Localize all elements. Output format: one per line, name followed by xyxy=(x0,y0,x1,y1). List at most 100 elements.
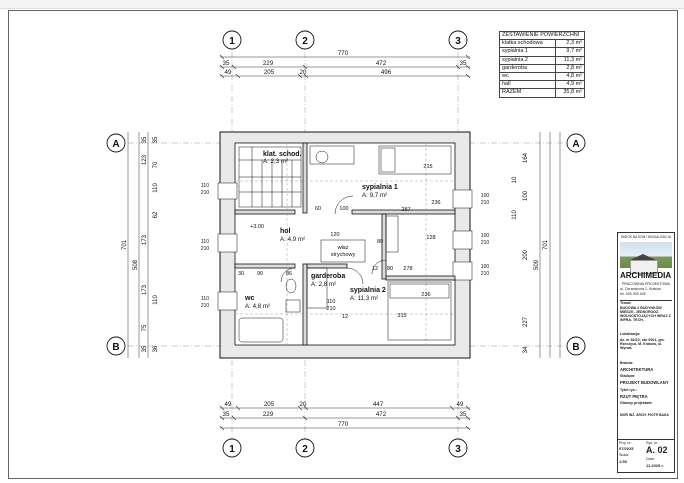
wardrobe-icon xyxy=(306,267,328,309)
scale-value: 1:50 xyxy=(619,459,628,464)
dim-bottom-inner: 20 xyxy=(300,401,307,408)
room-stair-name: klat. schod. xyxy=(263,151,302,158)
dim-right-part: 227 xyxy=(523,316,529,327)
room-hall-area: A: 4,9 m² xyxy=(280,236,305,243)
room-bed2-area: A: 11,3 m² xyxy=(350,295,378,302)
company-phone: tel. 000 000 000 xyxy=(620,292,646,296)
window-tag: 210 xyxy=(201,303,210,309)
attic-hatch-label: strychowy xyxy=(331,252,356,258)
pillow-icon xyxy=(389,283,450,299)
building-walls xyxy=(217,131,473,359)
room-ward-name: garderoba xyxy=(311,273,345,280)
chair-icon xyxy=(315,150,329,164)
interior-dim: 90 xyxy=(257,271,263,277)
dim-right-part: 200 xyxy=(523,249,529,260)
room-bed1-name: sypialnia 1 xyxy=(362,184,398,191)
interior-dim: 128 xyxy=(426,235,435,241)
interior-dim: 100 xyxy=(339,206,348,212)
dim-left-part: 75 xyxy=(142,324,148,331)
dim-right-total: 701 xyxy=(543,239,549,250)
location-label: Lokalizacja: xyxy=(620,332,641,336)
room-stair-area: A: 2,3 m² xyxy=(263,158,288,165)
dim-bottom-inner: 447 xyxy=(373,401,384,408)
company-subtitle: PRACOWNIA PROJEKTOWA xyxy=(622,282,670,286)
date-label: Data: xyxy=(646,457,655,461)
window-tag: 210 xyxy=(481,240,490,246)
designer-label: Główny projektant: xyxy=(620,401,653,405)
roof-icon xyxy=(628,254,658,261)
room-wc-name: wc xyxy=(244,295,254,302)
dim-left-inner: 110 xyxy=(153,183,159,193)
window-tag: 210 xyxy=(201,190,210,196)
dim-left-part: 173 xyxy=(142,234,148,245)
window-tag: 210 xyxy=(481,271,490,277)
scale-label: Skala: xyxy=(619,453,629,457)
axis-label-3: 3 xyxy=(455,36,461,47)
project-subject: BUDOWA 2 BUDYNKÓW MIESZK. JEDNORODZ. WOL… xyxy=(620,306,671,322)
dim-left-part: 173 xyxy=(142,284,148,295)
date-value: 11.2025 r. xyxy=(646,463,664,468)
interior-dim: 278 xyxy=(403,266,412,272)
axis-label-1: 1 xyxy=(229,36,235,47)
designer-name: MGR INŻ. ARCH. PIOTR BAKA xyxy=(620,413,669,417)
interior-dim: 120 xyxy=(330,232,339,238)
dim-right-inner: 110 xyxy=(512,210,518,220)
wardrobe-icon xyxy=(385,215,399,253)
interior-dim: 236 xyxy=(431,200,440,206)
door-swing-icon xyxy=(371,259,387,275)
project-stage: PROJEKT BUDOWLANY xyxy=(620,380,669,385)
viewer-toolbar[interactable] xyxy=(0,0,684,9)
dim-top-inner: 49 xyxy=(225,69,232,76)
title-block: WIDOK NA DOM / WIZUALIZACJA ARCHIMEDIA P… xyxy=(617,232,675,473)
stage-label: Stadium: xyxy=(620,374,636,378)
bed-icon xyxy=(387,281,452,341)
temat-label: Temat: xyxy=(620,301,632,305)
dim-left-inner: 70 xyxy=(153,161,159,168)
dim-top-inner: 496 xyxy=(381,69,392,76)
dim-top-total: 770 xyxy=(338,50,349,57)
drawing-meta: Proj. nr: 07/2025 Skala: 1:50 Rys. nr: A… xyxy=(618,439,674,472)
dim-right-mid: 509 xyxy=(534,259,540,270)
interior-dim: 110 xyxy=(327,299,336,305)
company-address: ul. Ceramiczna 1, Kraków xyxy=(620,287,661,291)
axis-label-2-bottom: 2 xyxy=(302,444,308,455)
sheet-number-label: Rys. nr: xyxy=(646,441,659,445)
dim-bottom-mid: 229 xyxy=(263,411,274,418)
axis-label-b: B xyxy=(112,342,119,353)
window-tag: 110 xyxy=(201,183,209,189)
dim-left-inner: 110 xyxy=(153,295,159,305)
dim-left-inner: 36 xyxy=(153,345,159,352)
staircase xyxy=(238,146,302,208)
interior-dim: 12 xyxy=(342,314,348,320)
dim-top-mid: 229 xyxy=(263,60,274,67)
interior-dim: 86 xyxy=(286,271,292,277)
interior-dim: 12 xyxy=(372,266,378,272)
sink-icon xyxy=(285,299,301,313)
interior-dim: 60 xyxy=(315,206,321,212)
axis-label-a: A xyxy=(112,139,119,150)
dim-bottom-inner: 49 xyxy=(225,401,232,408)
sheet-number: A. 02 xyxy=(646,445,668,455)
dim-bottom-total: 770 xyxy=(338,421,349,428)
room-hall-name: hol xyxy=(280,228,291,235)
toilet-icon xyxy=(285,278,297,294)
discipline-label: Branża: xyxy=(620,361,634,365)
area-schedule-title: ZESTAWIENIE POWIERZCHNI xyxy=(499,30,585,41)
axis-label-b-right: B xyxy=(572,342,579,353)
project-number: 07/2025 xyxy=(619,446,634,451)
door-swing-icon xyxy=(280,267,296,283)
interior-dim: 315 xyxy=(397,313,406,319)
project-discipline: ARCHITEKTURA xyxy=(620,367,654,372)
axis-label-3-bottom: 3 xyxy=(455,444,461,455)
dim-left-part: 35 xyxy=(142,136,148,143)
house-render-image xyxy=(620,242,672,274)
attic-hatch-label: właz xyxy=(336,245,348,251)
